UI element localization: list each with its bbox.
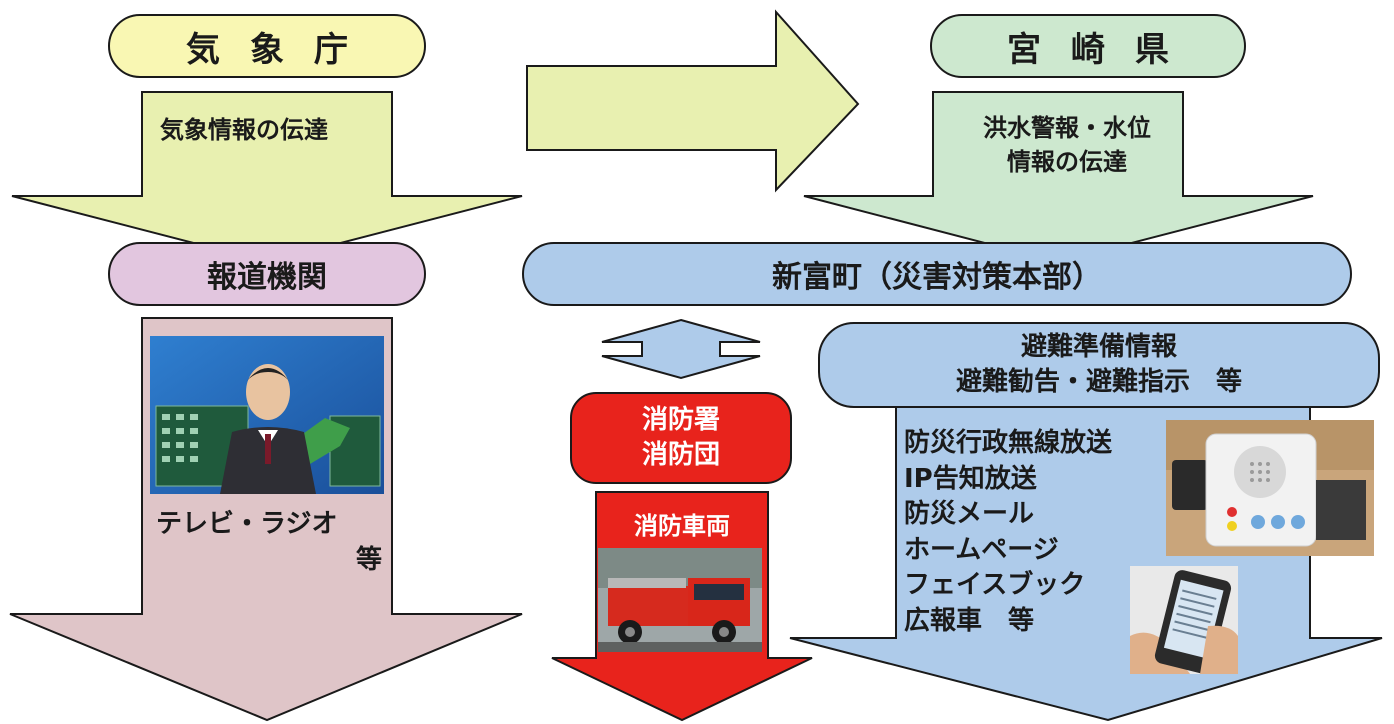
smartphone-photo [1130, 566, 1238, 674]
fire-truck-image [598, 548, 762, 652]
town-label-text: 新富町（災害対策本部） [772, 260, 1102, 295]
fire-label: 消防署 消防団 [570, 392, 792, 484]
town-fire-double-arrow [601, 318, 761, 380]
media-caption-line: 等 [355, 545, 382, 576]
media-caption: テレビ・ラジオ 等 [156, 506, 382, 579]
news-broadcast-photo [150, 336, 384, 494]
channel-item: 防災メール [904, 499, 1035, 530]
pref-note-line: 洪水警報・水位 [983, 114, 1151, 142]
jma-label-text: 気象庁 [186, 29, 378, 70]
channel-item: 防災行政無線放送 [904, 428, 1113, 458]
channel-item: フェイスブック [904, 570, 1086, 601]
town-label: 新富町（災害対策本部） [522, 242, 1352, 306]
jma-label: 気象庁 [108, 14, 426, 78]
ip-terminal-photo [1166, 420, 1374, 556]
evac-info-label: 避難準備情報 避難勧告・避難指示 等 [818, 322, 1380, 408]
evac-info-line: 避難勧告・避難指示 等 [955, 367, 1242, 397]
jma-to-pref-arrow [526, 9, 860, 193]
fire-label-line: 消防署 [641, 404, 720, 435]
pref-down-arrow [803, 91, 1314, 264]
media-caption-line: テレビ・ラジオ [156, 509, 338, 539]
channel-item: ホームページ [904, 534, 1059, 565]
media-down-arrow [9, 317, 523, 722]
jma-note: 気象情報の伝達 [160, 116, 328, 144]
pref-label: 宮崎県 [930, 14, 1246, 78]
channel-item: 広報車 等 [904, 606, 1035, 637]
channels-list: 防災行政無線放送 IP告知放送 防災メール ホームページ フェイスブック 広報車… [904, 426, 1112, 640]
pref-label-text: 宮崎県 [1007, 29, 1199, 70]
jma-down-arrow [11, 91, 523, 264]
pref-note-line: 情報の伝達 [1007, 147, 1127, 176]
media-label: 報道機関 [108, 242, 426, 306]
fire-truck-photo [598, 548, 762, 652]
fire-label-line: 消防団 [641, 440, 720, 470]
channel-item: IP告知放送 [904, 463, 1037, 494]
media-label-text: 報道機関 [207, 260, 327, 295]
smartphone-image [1130, 566, 1238, 674]
fire-vehicle-label: 消防車両 [634, 512, 730, 540]
newscaster-image [150, 336, 384, 494]
ip-terminal-image [1166, 420, 1374, 556]
evac-info-line: 避難準備情報 [1020, 331, 1177, 362]
pref-note: 洪水警報・水位 情報の伝達 [972, 112, 1162, 179]
